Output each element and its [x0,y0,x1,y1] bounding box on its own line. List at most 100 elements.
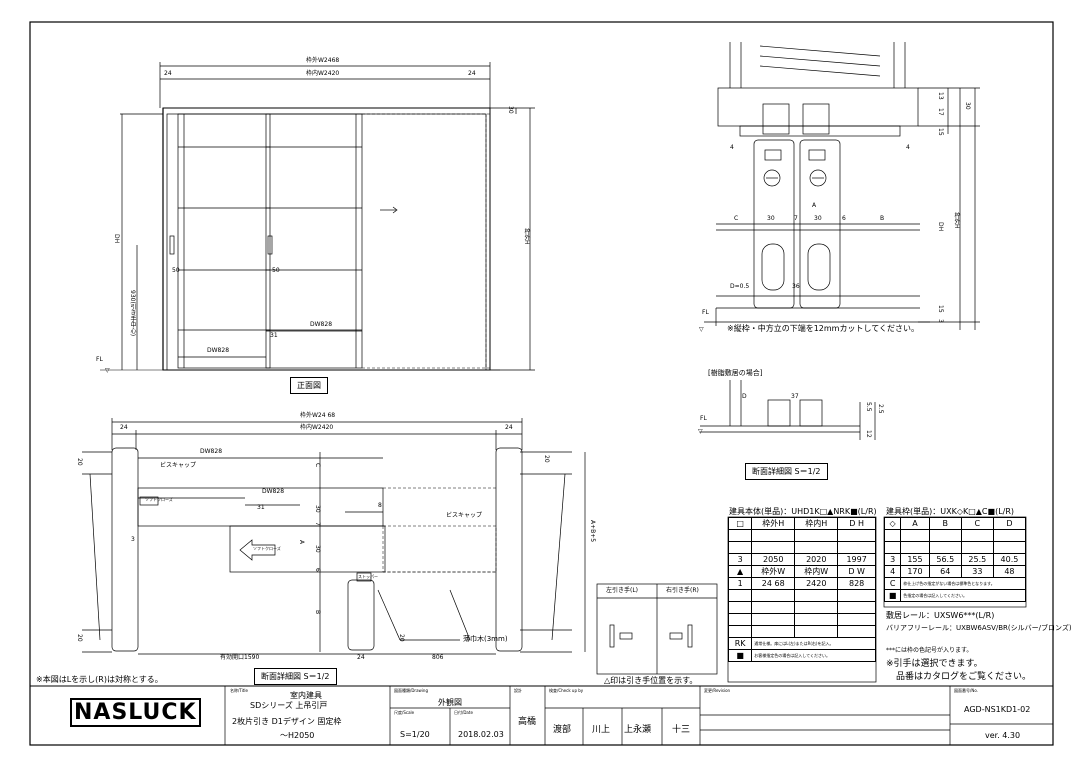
section-806: 806 [432,654,444,661]
cell: 2420 [794,577,839,590]
section-stopper: ストッパー [358,574,378,579]
svg-text:▽: ▽ [698,428,703,435]
title-line-4: ～H2050 [280,731,315,740]
handle-select-note: ※引手は選択できます。 [886,659,983,669]
section-20a: 20 [76,458,83,466]
cell: 枠外W [751,565,796,578]
section-title: 断面詳細図 S＝1/2 [254,668,337,685]
table2-h1: A [900,517,930,530]
front-31: 31 [270,332,278,339]
section-b: B [314,610,321,615]
table-row [727,541,876,554]
cell [900,529,930,542]
section-outer-width: 枠外W24 68 [300,412,336,419]
cell: 25.5 [960,553,994,566]
section-24-right: 24 [505,424,513,431]
detail-7: 7 [794,215,798,222]
cell [727,601,753,614]
cell [900,541,930,554]
cell [883,529,902,542]
cell: 48 [992,565,1027,578]
cell [727,613,753,626]
cell [794,589,839,602]
section-dw-top: DW828 [200,448,223,455]
cell: 2050 [751,553,796,566]
cell: 155 [900,553,930,566]
table2-h2: B [928,517,962,530]
detail-6: 6 [842,215,846,222]
section-6: 6 [314,568,321,572]
revision-label: 変更/Revision [704,688,731,693]
detail-dh: DH [937,222,944,232]
cell [837,529,876,542]
table1-title: 建具本体(単品)：UHD1K□▲NRK■(L/R) [729,507,877,516]
section-8: 8 [378,502,382,509]
cell [960,541,994,554]
handle-note: △印は引き手位置を示す。 [604,676,698,685]
cell: 1997 [837,553,876,566]
cell [992,529,1027,542]
cell [928,529,962,542]
cell: 4 [883,565,902,578]
black-text: 色指定の場合は記入してください。 [900,589,1026,602]
cell [837,625,876,638]
section-24b: 24 [357,654,365,661]
table-row [727,613,876,626]
resin-37: 37 [791,393,799,400]
cell: 2020 [794,553,839,566]
cell: 枠内W [794,565,839,578]
design-name: 高橋 [518,717,537,727]
table-row [883,541,1027,554]
section-opening: 有効開口1590 [220,654,260,661]
cell [751,589,796,602]
detail-17: 17 [937,108,944,116]
detail-36: 36 [792,283,800,290]
version: ver. 4.30 [985,731,1021,740]
resin-55: 5.5 [865,402,872,412]
cell [837,541,876,554]
cell [837,589,876,602]
checker-3: 上永瀬 [624,725,652,735]
handle-left-label: 左引き手(L) [606,587,639,594]
resin-fl: FL [700,415,707,422]
cell [837,613,876,626]
resin-25: 2.5 [877,404,884,414]
scale-value: S=1/20 [400,730,430,739]
detail-30-right: 30 [964,102,971,110]
c-label: C [883,577,902,590]
cell [992,541,1027,554]
section-a-b-5: A+B+5 [589,520,596,543]
section-30a: 30 [314,505,321,513]
cell [928,541,962,554]
catalog-note: 品番はカタログをご覧ください。 [896,672,1032,682]
barrier-rail-spec: バリアフリーレール：UXBW6ASV/BR(シルバー/ブロンズ) [886,624,1072,632]
section-7: 7 [314,522,321,526]
date-label: 日付/Date [454,710,473,715]
detail-3: 3 [937,319,944,323]
table1-h1: 枠外H [751,517,796,530]
cell: 24 68 [751,577,796,590]
section-20b: 20 [76,634,83,642]
section-inner-width: 枠内W2420 [300,424,334,431]
color-note: ***には枠の色記号が入ります。 [886,647,973,654]
front-50-a: 50 [172,267,180,274]
table-row [727,589,876,602]
cell [751,613,796,626]
cell [794,625,839,638]
front-side-24-left: 24 [164,70,172,77]
front-side-24-right: 24 [468,70,476,77]
table2-title: 建具枠(単品)：UXK◇K□▲C■(L/R) [886,507,1015,516]
section-20c: 20 [543,455,550,463]
black-label: ■ [883,589,902,602]
cell: 170 [900,565,930,578]
c-text: 枠仕上げ色の指定がない場合は標準色となります。 [900,577,1026,590]
front-outer-width: 枠外W2468 [306,57,340,64]
title-line-2: SDシリーズ 上吊引戸 [250,701,328,710]
cell [883,541,902,554]
